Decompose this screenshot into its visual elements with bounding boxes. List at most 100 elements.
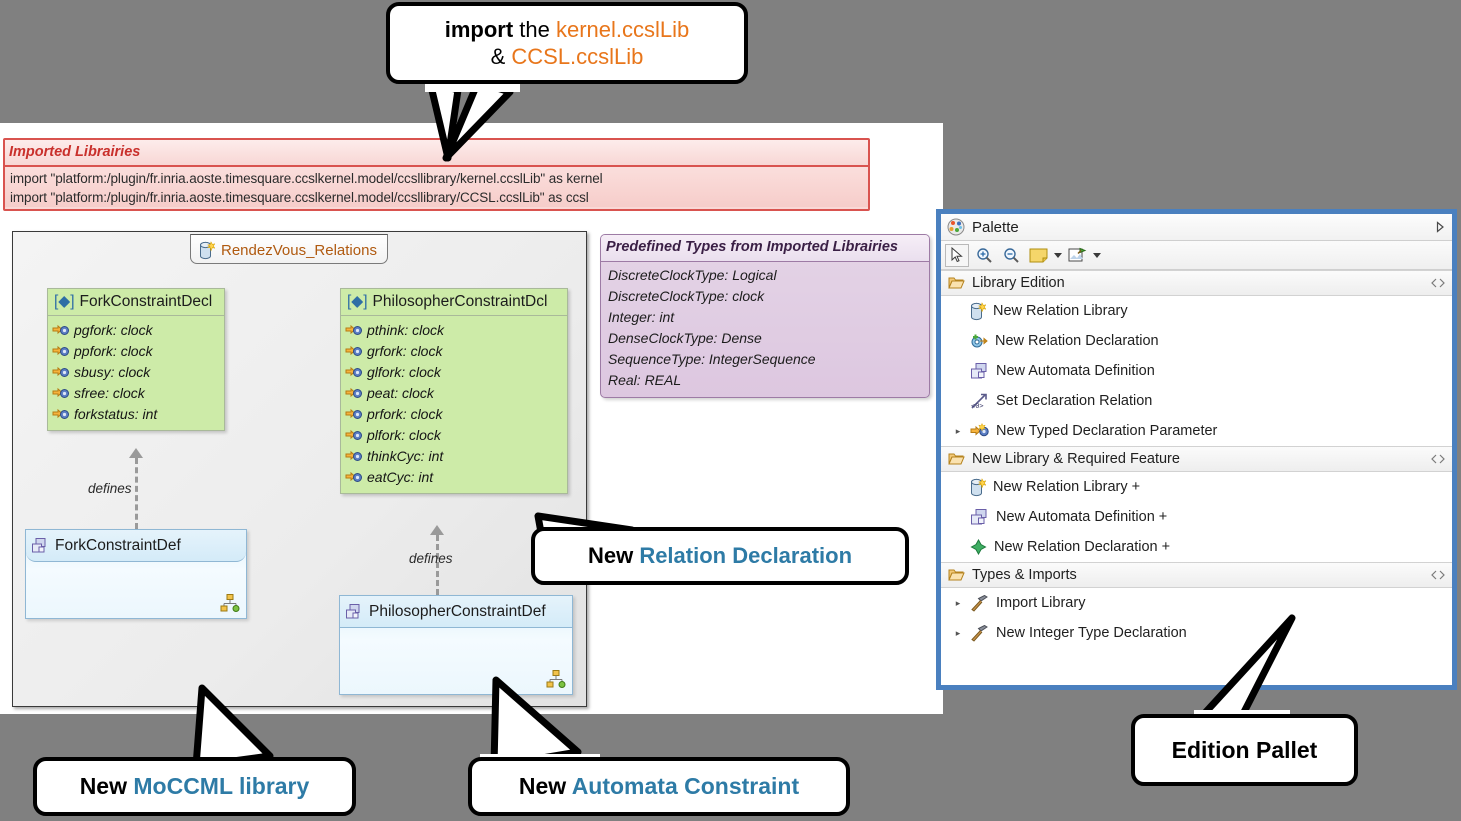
folder-icon (948, 568, 965, 582)
attribute-row: pthink: clock (345, 320, 565, 341)
collapse-group-icon[interactable] (1431, 570, 1445, 580)
relation-declaration-callout-black: New (587, 543, 640, 568)
palette-item-import-library[interactable]: ▸ Import Library (941, 588, 1452, 618)
relation-declaration-callout-blue: Relation Declaration (639, 543, 853, 568)
expand-arrow-icon[interactable]: ▸ (955, 597, 961, 608)
automata-definition-icon (345, 603, 363, 621)
attribute-label: forkstatus: int (74, 406, 158, 422)
attribute-row: sfree: clock (52, 383, 222, 404)
import-statement-ccsl: import "platform:/plugin/fr.inria.aoste.… (10, 190, 589, 205)
palette-item-new-relation-declaration-plus[interactable]: ▸ New Relation Declaration + (941, 532, 1452, 562)
relation-declaration-icon (970, 333, 988, 350)
zoom-out-icon[interactable] (999, 244, 1023, 267)
edition-pallet-callout-pointer (1194, 614, 1296, 728)
attribute-row: eatCyc: int (345, 467, 565, 488)
palette-item-label: New Relation Declaration (995, 333, 1159, 349)
typed-parameter-icon (52, 366, 69, 379)
palette-item-new-automata-definition-plus[interactable]: ▸ New Automata Definition + (941, 502, 1452, 532)
philosopher-constraint-definition-body (340, 628, 572, 693)
palette-item-new-relation-library-plus[interactable]: ▸ New Relation Library + (941, 472, 1452, 502)
attribute-row: prfork: clock (345, 404, 565, 425)
palette-item-new-automata-definition[interactable]: ▸ New Automata Definition (941, 356, 1452, 386)
fork-constraint-declaration-node[interactable]: [◆] ForkConstraintDecl pgfork: clock ppf… (47, 288, 225, 431)
automata-constraint-callout-blue: Automata Constraint (571, 773, 800, 799)
chevron-right-icon[interactable] (1434, 221, 1446, 233)
palette-group-label: Types & Imports (972, 567, 1077, 583)
automata-definition-icon (970, 362, 989, 380)
palette-item-new-relation-declaration[interactable]: ▸ New Relation Declaration (941, 326, 1452, 356)
attribute-label: plfork: clock (367, 427, 441, 443)
attribute-label: sfree: clock (74, 385, 145, 401)
note-attachment-dropdown-caret-icon[interactable] (1093, 252, 1101, 258)
attribute-row: forkstatus: int (52, 404, 222, 425)
palette-item-new-integer-type-declaration[interactable]: ▸ New Integer Type Declaration (941, 618, 1452, 648)
hammer-icon (970, 594, 989, 612)
philosopher-constraint-declaration-header: [◆] PhilosopherConstraintDcl (341, 289, 567, 316)
note-attachment-icon[interactable] (1065, 244, 1089, 267)
palette-icon (947, 218, 965, 236)
attribute-row: peat: clock (345, 383, 565, 404)
relation-library-icon (970, 477, 986, 497)
import-callout: import the kernel.ccslLib & CCSL.ccslLib (386, 2, 748, 84)
philosopher-constraint-definition-node[interactable]: PhilosopherConstraintDef (339, 595, 573, 695)
palette-title-bar: Palette (941, 214, 1452, 241)
expand-arrow-icon[interactable]: ▸ (955, 627, 961, 638)
fork-constraint-definition-node[interactable]: ForkConstraintDef (25, 529, 247, 619)
fork-constraint-definition-header: ForkConstraintDef (26, 530, 246, 562)
palette-item-label: Set Declaration Relation (996, 393, 1153, 409)
fork-constraint-declaration-name: ForkConstraintDecl (79, 292, 213, 310)
import-statement-kernel: import "platform:/plugin/fr.inria.aoste.… (10, 171, 603, 186)
typed-parameter-icon (52, 345, 69, 358)
diagram-tab-rendezvous-relations[interactable]: RendezVous_Relations (190, 234, 388, 264)
typed-parameter-icon (52, 408, 69, 421)
philosopher-constraint-declaration-node[interactable]: [◆] PhilosopherConstraintDcl pthink: clo… (340, 288, 568, 494)
palette-item-new-typed-declaration-parameter[interactable]: ▸ New Typed Declaration Parameter (941, 416, 1452, 446)
typed-parameter-icon (52, 324, 69, 337)
defines-label: defines (409, 551, 453, 566)
attribute-row: thinkCyc: int (345, 446, 565, 467)
edition-pallet-callout-label: Edition Pallet (1171, 736, 1318, 763)
philosopher-constraint-declaration-name: PhilosopherConstraintDcl (372, 292, 548, 310)
palette-group-types-imports[interactable]: Types & Imports (941, 562, 1452, 588)
predefined-type-entry: DiscreteClockType: Logical (608, 267, 777, 283)
attribute-label: pthink: clock (367, 322, 445, 338)
automata-corner-icon (546, 670, 566, 688)
imported-libraries-box: Imported Librairies import "platform:/pl… (3, 138, 870, 211)
select-tool-icon[interactable] (945, 243, 969, 267)
stereotype-icon: [◆] (347, 293, 368, 310)
expand-arrow-icon[interactable]: ▸ (955, 425, 961, 436)
import-callout-bold: import (444, 16, 514, 42)
moccml-library-callout: New MoCCML library (33, 757, 356, 816)
palette-item-label: New Relation Library (993, 303, 1128, 319)
predefined-types-body: DiscreteClockType: Logical DiscreteClock… (601, 262, 929, 391)
import-callout-mid: the (513, 16, 556, 42)
palette-group-new-library-required-feature[interactable]: New Library & Required Feature (941, 446, 1452, 472)
typed-parameter-icon (345, 324, 362, 337)
predefined-type-entry: SequenceType: IntegerSequence (608, 351, 816, 367)
import-callout-pointer (425, 76, 520, 162)
palette-group-library-edition[interactable]: Library Edition (941, 270, 1452, 296)
hammer-icon (970, 624, 989, 642)
palette-item-label: New Integer Type Declaration (996, 625, 1187, 641)
collapse-group-icon[interactable] (1431, 278, 1445, 288)
philosopher-constraint-definition-name: PhilosopherConstraintDef (369, 602, 546, 620)
predefined-type-entry: Integer: int (608, 309, 675, 325)
predefined-type-entry: DiscreteClockType: clock (608, 288, 765, 304)
moccml-library-callout-blue: MoCCML library (133, 773, 310, 799)
palette-group-label: Library Edition (972, 275, 1065, 291)
moccml-library-callout-black: New (79, 773, 134, 799)
fork-constraint-declaration-attributes: pgfork: clock ppfork: clock sbusy: clock… (48, 316, 224, 430)
defines-connector (436, 535, 439, 595)
philosopher-constraint-declaration-attributes: pthink: clock grfork: clock glfork: cloc… (341, 316, 567, 493)
zoom-in-icon[interactable] (972, 244, 996, 267)
palette-item-new-relation-library[interactable]: ▸ New Relation Library (941, 296, 1452, 326)
note-icon[interactable] (1026, 244, 1050, 267)
collapse-group-icon[interactable] (1431, 454, 1445, 464)
automata-constraint-callout: New Automata Constraint (468, 757, 850, 816)
palette-item-set-declaration-relation[interactable]: ▸ <0> Set Declaration Relation (941, 386, 1452, 416)
typed-parameter-icon (345, 471, 362, 484)
fork-constraint-definition-name: ForkConstraintDef (55, 536, 181, 554)
typed-parameter-icon (345, 408, 362, 421)
note-dropdown-caret-icon[interactable] (1054, 252, 1062, 258)
typed-parameter-icon (345, 387, 362, 400)
